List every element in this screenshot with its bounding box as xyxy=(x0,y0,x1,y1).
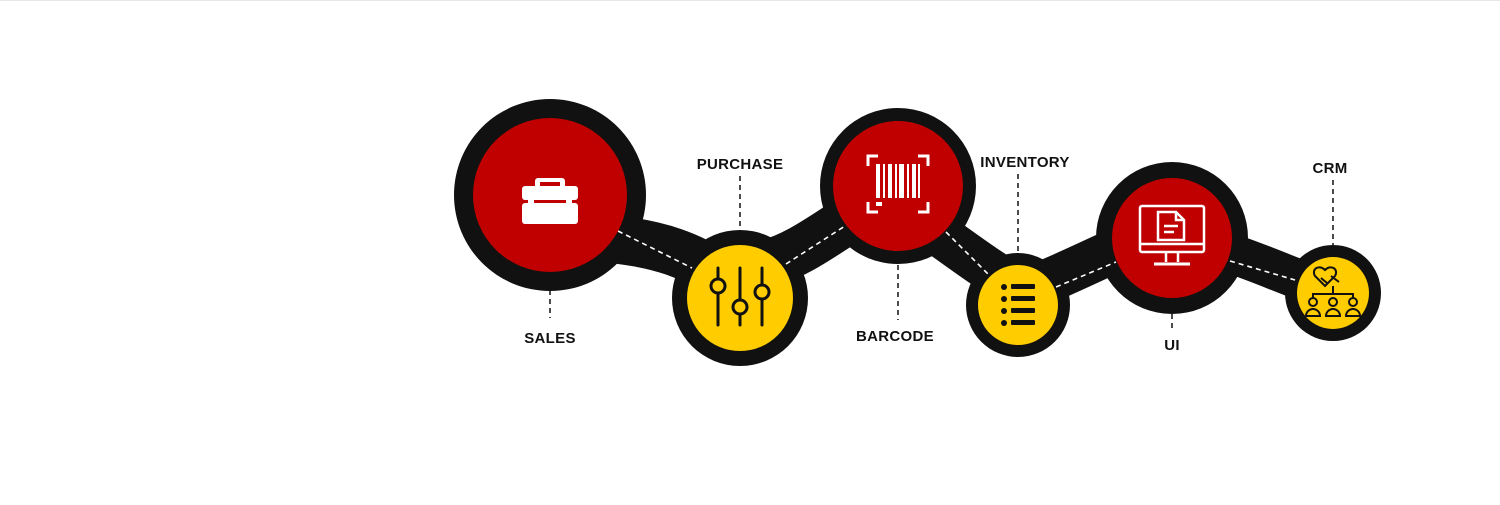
briefcase-icon xyxy=(522,178,578,224)
label-sales: SALES xyxy=(524,330,576,347)
connector-sales-purchase xyxy=(617,230,693,269)
monitor-document-icon xyxy=(1138,204,1206,266)
connectors xyxy=(617,225,1296,288)
connector-inventory-ui xyxy=(1055,261,1117,288)
label-inventory: INVENTORY xyxy=(980,154,1069,171)
leaders xyxy=(549,174,1334,332)
label-purchase: PURCHASE xyxy=(697,156,784,173)
barcode-node xyxy=(833,121,963,251)
connector-ui-crm xyxy=(1229,260,1296,281)
connector-barcode-inventory xyxy=(945,231,991,277)
connector-purchase-barcode xyxy=(785,225,846,265)
label-barcode: BARCODE xyxy=(856,328,934,345)
barcode-scan-icon xyxy=(866,154,930,214)
sliders-icon xyxy=(709,266,771,327)
handshake-team-icon xyxy=(1304,266,1362,317)
label-crm: CRM xyxy=(1312,160,1347,177)
list-icon xyxy=(1001,284,1035,326)
inventory-node xyxy=(978,265,1058,345)
label-ui: UI xyxy=(1164,337,1180,354)
top-divider xyxy=(0,0,1500,1)
